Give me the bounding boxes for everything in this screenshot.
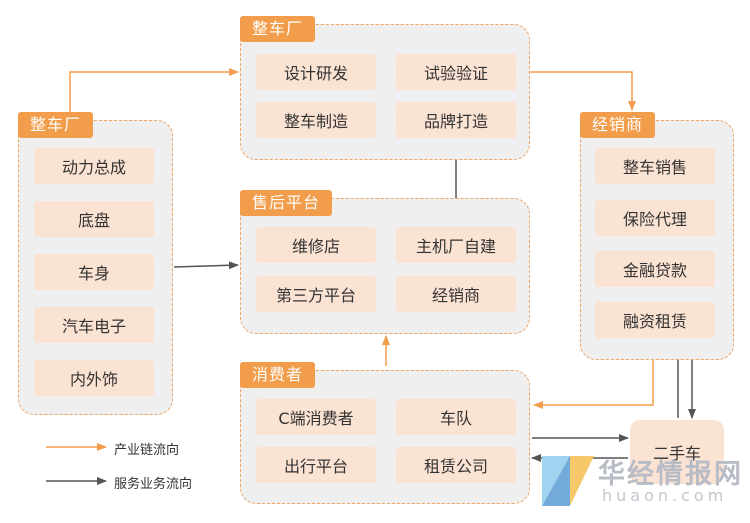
arrow-top-oem-to-dealer	[530, 71, 636, 111]
item-aftersales-dealer: 经销商	[396, 276, 516, 312]
legend-industry-label: 产业链流向	[114, 443, 180, 458]
group-dealer-title: 经销商	[580, 112, 656, 138]
item-financial-loans: 金融贷款	[595, 251, 715, 287]
item-chassis: 底盘	[34, 201, 154, 237]
arrow-dealer-to-consumer	[533, 342, 654, 409]
watermark-logo-icon	[542, 456, 594, 506]
item-interior-exterior: 内外饰	[34, 360, 154, 396]
item-manufacturing: 整车制造	[256, 102, 376, 138]
used-car-node: 二手车	[630, 420, 724, 484]
item-rental-company: 租赁公司	[396, 447, 516, 483]
item-repair-shop: 维修店	[256, 227, 376, 263]
item-finance-leasing: 融资租赁	[595, 302, 715, 338]
group-consumer	[240, 370, 530, 504]
item-insurance-agency: 保险代理	[595, 200, 715, 236]
legend-service-label: 服务业务流向	[114, 477, 193, 492]
watermark-cn-text: 华经情报网	[598, 459, 743, 490]
item-c-consumer: C端消费者	[256, 399, 376, 435]
group-top-oem	[240, 24, 530, 160]
item-oem-owned: 主机厂自建	[396, 227, 516, 263]
item-mobility-platform: 出行平台	[256, 447, 376, 483]
item-brand-building: 品牌打造	[396, 102, 516, 138]
item-design-rd: 设计研发	[256, 54, 376, 90]
group-left-oem-title: 整车厂	[18, 112, 94, 138]
item-powertrain: 动力总成	[34, 148, 154, 184]
arrow-left-oem-to-top-oem	[69, 68, 239, 115]
watermark-en-text: huaon.com	[602, 486, 728, 505]
item-body: 车身	[34, 254, 154, 290]
item-testing: 试验验证	[396, 54, 516, 90]
item-third-party-platform: 第三方平台	[256, 276, 376, 312]
watermark: 华经情报网 huaon.com	[540, 452, 743, 512]
group-aftersales	[240, 198, 530, 334]
group-top-oem-title: 整车厂	[240, 16, 316, 42]
group-aftersales-title: 售后平台	[240, 190, 333, 216]
item-electronics: 汽车电子	[34, 307, 154, 343]
group-consumer-title: 消费者	[240, 362, 316, 388]
arrow-left-oem-to-aftersales	[173, 261, 239, 270]
item-fleet: 车队	[396, 399, 516, 435]
item-vehicle-sales: 整车销售	[595, 148, 715, 184]
